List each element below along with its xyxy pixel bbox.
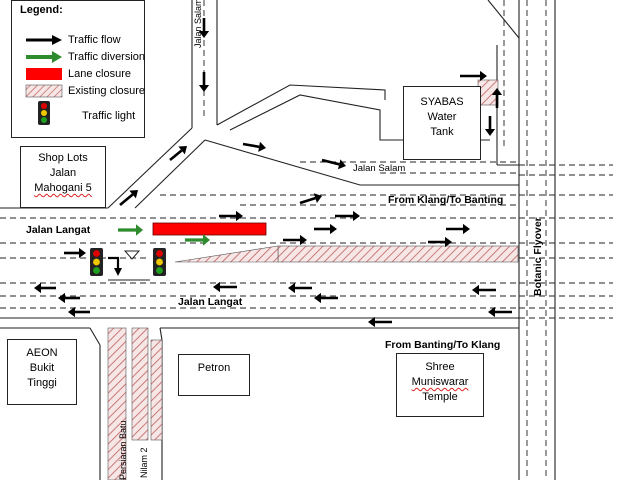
green-arrow-icon <box>26 51 62 63</box>
flow-arrow <box>242 141 266 152</box>
turn-arrow <box>108 256 120 270</box>
flow-arrow <box>321 158 346 170</box>
label-nilam: Nilam 2 <box>139 447 149 478</box>
flow-arrow <box>64 247 86 259</box>
label-from-klang-to-banting-text: From Klang/To Banting <box>388 194 504 206</box>
label-jalan-langat-left: Jalan Langat <box>26 224 91 236</box>
shop-lots-line-1: Shop Lots <box>38 152 88 164</box>
shop-lots-line-2: Jalan <box>49 167 77 179</box>
hatch-icon <box>25 84 63 98</box>
flow-arrow <box>472 284 496 296</box>
diversion-arrow <box>118 224 143 236</box>
traffic-light-right <box>153 248 166 276</box>
legend: Legend: Traffic flow Traffic diversion L… <box>11 0 145 138</box>
black-arrow-icon <box>26 35 62 45</box>
flow-arrow <box>488 306 512 318</box>
syabas-line-2: Water <box>427 111 457 123</box>
building-petron: Petron <box>178 354 250 396</box>
legend-traffic-light: Traffic light <box>24 101 142 125</box>
legend-label-closure: Lane closure <box>68 68 131 80</box>
legend-label-light: Traffic light <box>82 110 136 122</box>
syabas-line-3: Tank <box>430 126 454 138</box>
label-botanic-flyover: Botanic Flyover <box>532 217 544 296</box>
traffic-diversion-arrows <box>118 224 210 246</box>
flow-arrow <box>428 236 452 248</box>
temple-line-3: Temple <box>422 391 458 403</box>
flow-arrow <box>460 70 487 82</box>
building-temple: Shree Muniswarar Temple <box>396 353 484 417</box>
flow-arrow <box>58 292 80 304</box>
label-from-banting-to-klang: From Banting/To Klang <box>385 339 501 351</box>
legend-traffic-flow: Traffic flow <box>24 33 142 47</box>
flow-arrow <box>335 210 360 222</box>
flow-arrow <box>169 146 187 162</box>
existing-closures <box>107 79 519 480</box>
label-persiaran-batu: Persiaran Batu <box>118 420 128 480</box>
flow-arrow <box>368 316 392 328</box>
aeon-line-1: AEON <box>26 347 58 359</box>
legend-label-diversion: Traffic diversion <box>68 51 146 63</box>
yield-marker <box>123 250 141 260</box>
flow-arrow <box>68 306 90 318</box>
flow-arrow <box>119 190 138 206</box>
flow-arrow <box>484 116 496 136</box>
legend-label-flow: Traffic flow <box>68 34 121 46</box>
legend-traffic-diversion: Traffic diversion <box>24 50 146 64</box>
aeon-line-2: Bukit <box>29 362 55 374</box>
label-from-klang-to-banting: From Klang/To Banting <box>388 194 503 206</box>
label-jalan-salam-vertical: Jalan Salam <box>193 0 203 48</box>
flow-arrow <box>213 281 237 293</box>
aeon-line-3: Tinggi <box>27 377 57 389</box>
flow-arrow <box>491 88 503 108</box>
building-shop-lots: Shop Lots Jalan Mahogani 5 <box>20 146 106 208</box>
legend-title: Legend: <box>20 4 63 16</box>
traffic-flow-arrows <box>34 18 512 328</box>
flow-arrow <box>314 223 337 235</box>
flow-arrow <box>198 18 210 38</box>
temple-line-2: Muniswarar <box>411 376 469 388</box>
red-bar-icon <box>26 68 62 80</box>
flow-arrow <box>446 223 470 235</box>
building-aeon: AEON Bukit Tinggi <box>7 339 77 405</box>
petron-label: Petron <box>197 362 231 374</box>
shop-lots-line-3: Mahogani 5 <box>34 182 92 194</box>
label-jalan-langat-center: Jalan Langat <box>178 296 243 308</box>
syabas-line-1: SYABAS <box>420 96 464 108</box>
lane-closure <box>152 222 267 236</box>
flow-arrow <box>198 72 210 92</box>
flow-arrow <box>299 193 322 205</box>
diversion-arrow <box>185 234 210 246</box>
traffic-light-icon <box>38 101 50 125</box>
flow-arrow <box>314 292 338 304</box>
flow-arrow <box>283 234 307 246</box>
legend-existing-closure: Existing closure <box>24 84 146 98</box>
turn-arrowhead <box>114 268 122 276</box>
flow-arrow <box>34 282 56 294</box>
traffic-light-left <box>90 248 103 276</box>
legend-lane-closure: Lane closure <box>24 67 142 81</box>
legend-label-existing: Existing closure <box>68 85 146 97</box>
building-syabas: SYABAS Water Tank <box>403 86 481 160</box>
flow-arrow <box>288 282 312 294</box>
label-jalan-salam-diagonal: Jalan Salam <box>353 163 406 174</box>
temple-line-1: Shree <box>425 361 455 373</box>
flow-arrow <box>219 210 243 222</box>
